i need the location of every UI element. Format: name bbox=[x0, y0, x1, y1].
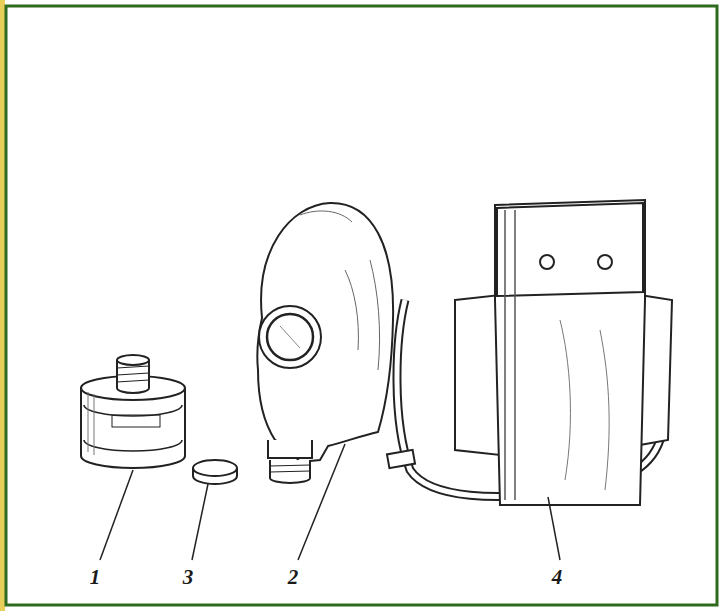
canister-rib bbox=[84, 405, 182, 416]
plug-top bbox=[193, 460, 237, 476]
leader-line bbox=[192, 484, 208, 560]
neck-thread bbox=[117, 366, 149, 382]
strap-buckle bbox=[387, 450, 415, 468]
face-piece bbox=[257, 203, 393, 483]
bag-shading bbox=[560, 320, 609, 490]
canister-rib bbox=[84, 440, 182, 451]
valve-box bbox=[268, 440, 312, 458]
mask-connector bbox=[270, 460, 310, 483]
filter-canister bbox=[81, 355, 185, 468]
mask-bag bbox=[387, 200, 672, 505]
canister-shading bbox=[88, 392, 94, 455]
neck-top bbox=[117, 355, 149, 365]
mask-shell bbox=[257, 203, 393, 462]
side-pocket bbox=[455, 295, 500, 455]
leader-line bbox=[100, 470, 133, 560]
snap-button bbox=[540, 255, 554, 269]
leader-lines bbox=[100, 444, 560, 560]
leader-line bbox=[298, 444, 345, 560]
frame bbox=[6, 6, 717, 605]
bag-body bbox=[495, 200, 645, 505]
bag-seam bbox=[505, 210, 515, 500]
rubber-plug bbox=[193, 460, 237, 484]
callout-number: 3 bbox=[183, 567, 194, 588]
eyepiece-ring bbox=[259, 306, 321, 368]
canister-plate bbox=[112, 415, 160, 427]
eyepiece-glass bbox=[267, 314, 313, 360]
glass-glint bbox=[280, 326, 300, 348]
edge-strip bbox=[0, 0, 5, 611]
leader-line bbox=[548, 497, 560, 560]
callout-number: 4 bbox=[552, 567, 563, 588]
callout-number: 2 bbox=[288, 567, 299, 588]
snap-button bbox=[598, 255, 612, 269]
callout-number: 1 bbox=[90, 567, 101, 588]
bag-flap bbox=[497, 203, 643, 296]
connector-thread bbox=[270, 465, 310, 472]
